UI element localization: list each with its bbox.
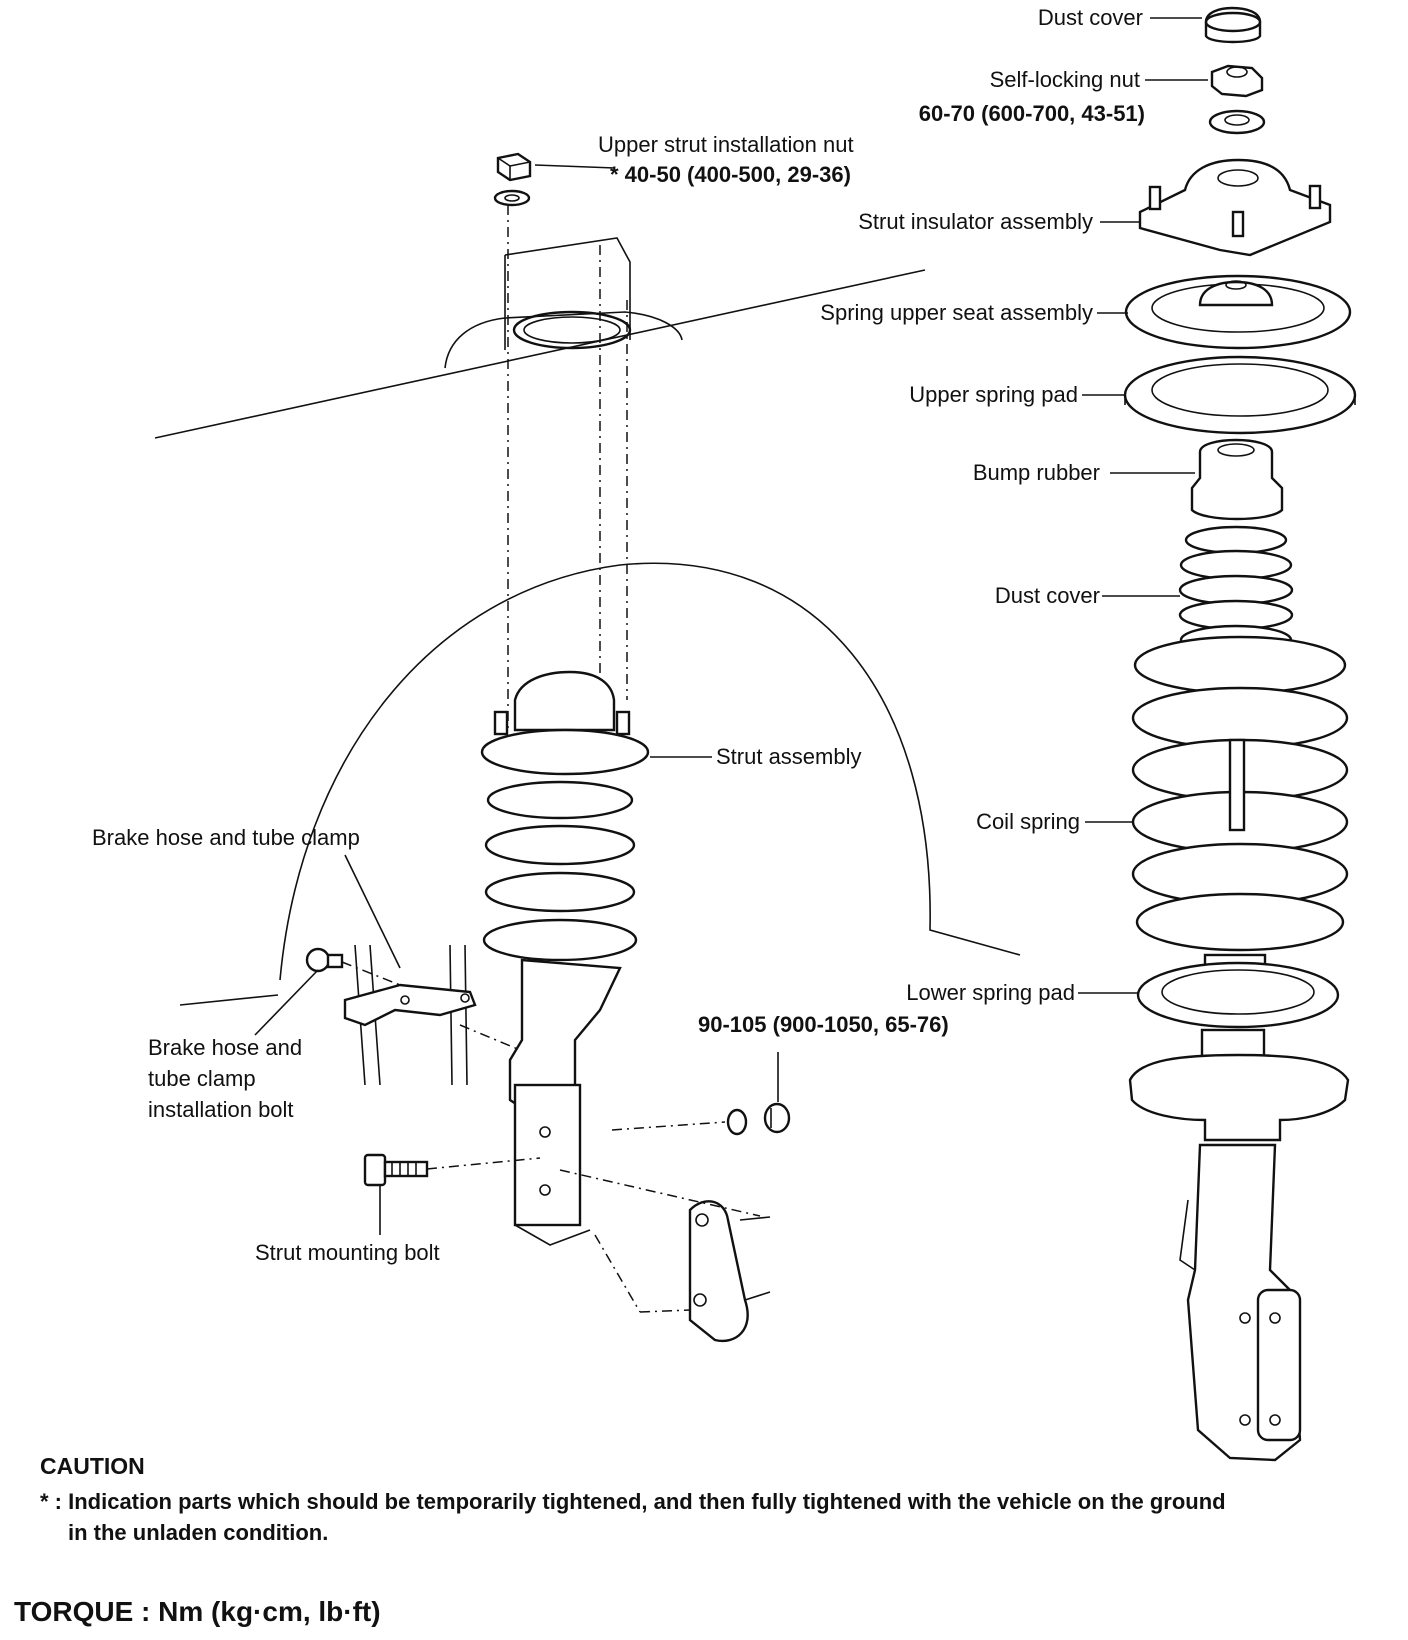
caution-text: * : Indication parts which should be tem…	[40, 1489, 1226, 1545]
dust-cover-top-drawing	[1204, 6, 1262, 44]
alignment-lines-left	[507, 205, 628, 730]
label-strut-mounting-bolt: Strut mounting bolt	[255, 1240, 440, 1265]
label-spring-upper-seat: Spring upper seat assembly	[820, 300, 1093, 325]
label-clamp-bolt-line3: installation bolt	[148, 1097, 294, 1122]
coil-spring-drawing	[1131, 635, 1349, 952]
leader-lines	[254, 17, 1208, 1235]
label-upper-strut-nut: Upper strut installation nut	[598, 132, 854, 157]
label-brake-hose-clamp: Brake hose and tube clamp	[92, 825, 360, 850]
steering-knuckle-drawing	[688, 1200, 771, 1343]
upper-strut-nut-drawing	[493, 152, 532, 207]
spring-upper-seat-drawing	[1124, 274, 1352, 350]
bump-rubber-drawing	[1190, 438, 1284, 521]
strut-mounting-bolt-drawing	[363, 1153, 541, 1187]
self-locking-nut-drawing	[1208, 64, 1266, 135]
caution-title: CAUTION	[40, 1453, 145, 1479]
body-panel-drawing	[154, 237, 1021, 1006]
strut-body-drawing	[1128, 1028, 1350, 1462]
part-labels: Dust cover Self-locking nut 60-70 (600-7…	[92, 5, 1145, 1265]
label-strut-assembly: Strut assembly	[716, 744, 862, 769]
label-self-locking-nut-torque: 60-70 (600-700, 43-51)	[919, 101, 1145, 126]
upper-spring-pad-drawing	[1123, 355, 1357, 435]
label-bump-rubber: Bump rubber	[973, 460, 1100, 485]
label-upper-spring-pad: Upper spring pad	[909, 382, 1078, 407]
strut-assembly-drawing	[480, 670, 650, 1246]
lower-spring-pad-drawing	[1136, 953, 1340, 1029]
label-mount-torque: 90-105 (900-1050, 65-76)	[698, 1012, 949, 1037]
label-strut-insulator: Strut insulator assembly	[858, 209, 1093, 234]
brake-hose-clamp-drawing	[343, 944, 521, 1086]
label-lower-spring-pad: Lower spring pad	[906, 980, 1075, 1005]
clamp-bolt-drawing	[305, 947, 401, 986]
caution-notes: CAUTION * : Indication parts which shoul…	[40, 1453, 1240, 1548]
label-clamp-bolt-line1: Brake hose and	[148, 1035, 302, 1060]
strut-insulator-drawing	[1138, 158, 1332, 257]
label-coil-spring: Coil spring	[976, 809, 1080, 834]
label-dust-cover-mid: Dust cover	[995, 583, 1100, 608]
label-self-locking-nut: Self-locking nut	[990, 67, 1140, 92]
label-dust-cover-top: Dust cover	[1038, 5, 1143, 30]
mount-nut-drawing	[559, 1102, 791, 1313]
label-upper-strut-nut-torque: * 40-50 (400-500, 29-36)	[610, 162, 851, 187]
torque-units: TORQUE : Nm (kg·cm, lb·ft)	[14, 1596, 381, 1627]
label-clamp-bolt-line2: tube clamp	[148, 1066, 256, 1091]
